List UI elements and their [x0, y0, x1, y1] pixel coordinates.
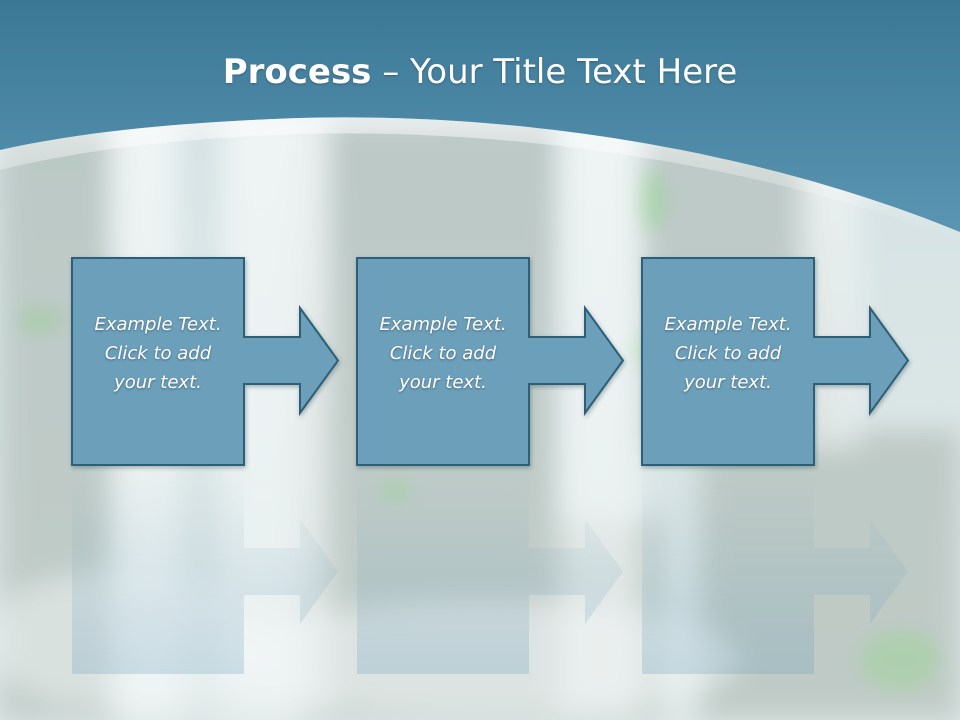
step-text-line: your text.	[114, 372, 202, 393]
process-step-1-arrow-box[interactable]	[71, 257, 340, 466]
process-step-3-arrow-box[interactable]	[641, 257, 910, 466]
step-text-line: Click to add	[389, 343, 497, 364]
step-reflection	[642, 467, 908, 674]
step-text-line: Click to add	[674, 343, 782, 364]
process-step-2-arrow-box[interactable]	[356, 257, 625, 466]
process-step-3-text[interactable]: Example Text. Click to add your text.	[643, 310, 813, 397]
process-step-1-text[interactable]: Example Text. Click to add your text.	[73, 310, 243, 397]
step-text-line: Example Text.	[379, 314, 507, 335]
step-reflection	[72, 467, 338, 674]
step-text-line: your text.	[399, 372, 487, 393]
title-rest-part: – Your Title Text Here	[371, 52, 738, 92]
step-text-line: your text.	[684, 372, 772, 393]
slide-title[interactable]: Process – Your Title Text Here	[0, 52, 960, 92]
step-text-line: Click to add	[104, 343, 212, 364]
process-step-2-text[interactable]: Example Text. Click to add your text.	[358, 310, 528, 397]
step-text-line: Example Text.	[664, 314, 792, 335]
step-reflection	[357, 467, 623, 674]
step-text-line: Example Text.	[94, 314, 222, 335]
title-bold-part: Process	[222, 52, 372, 92]
header-band	[0, 0, 960, 240]
